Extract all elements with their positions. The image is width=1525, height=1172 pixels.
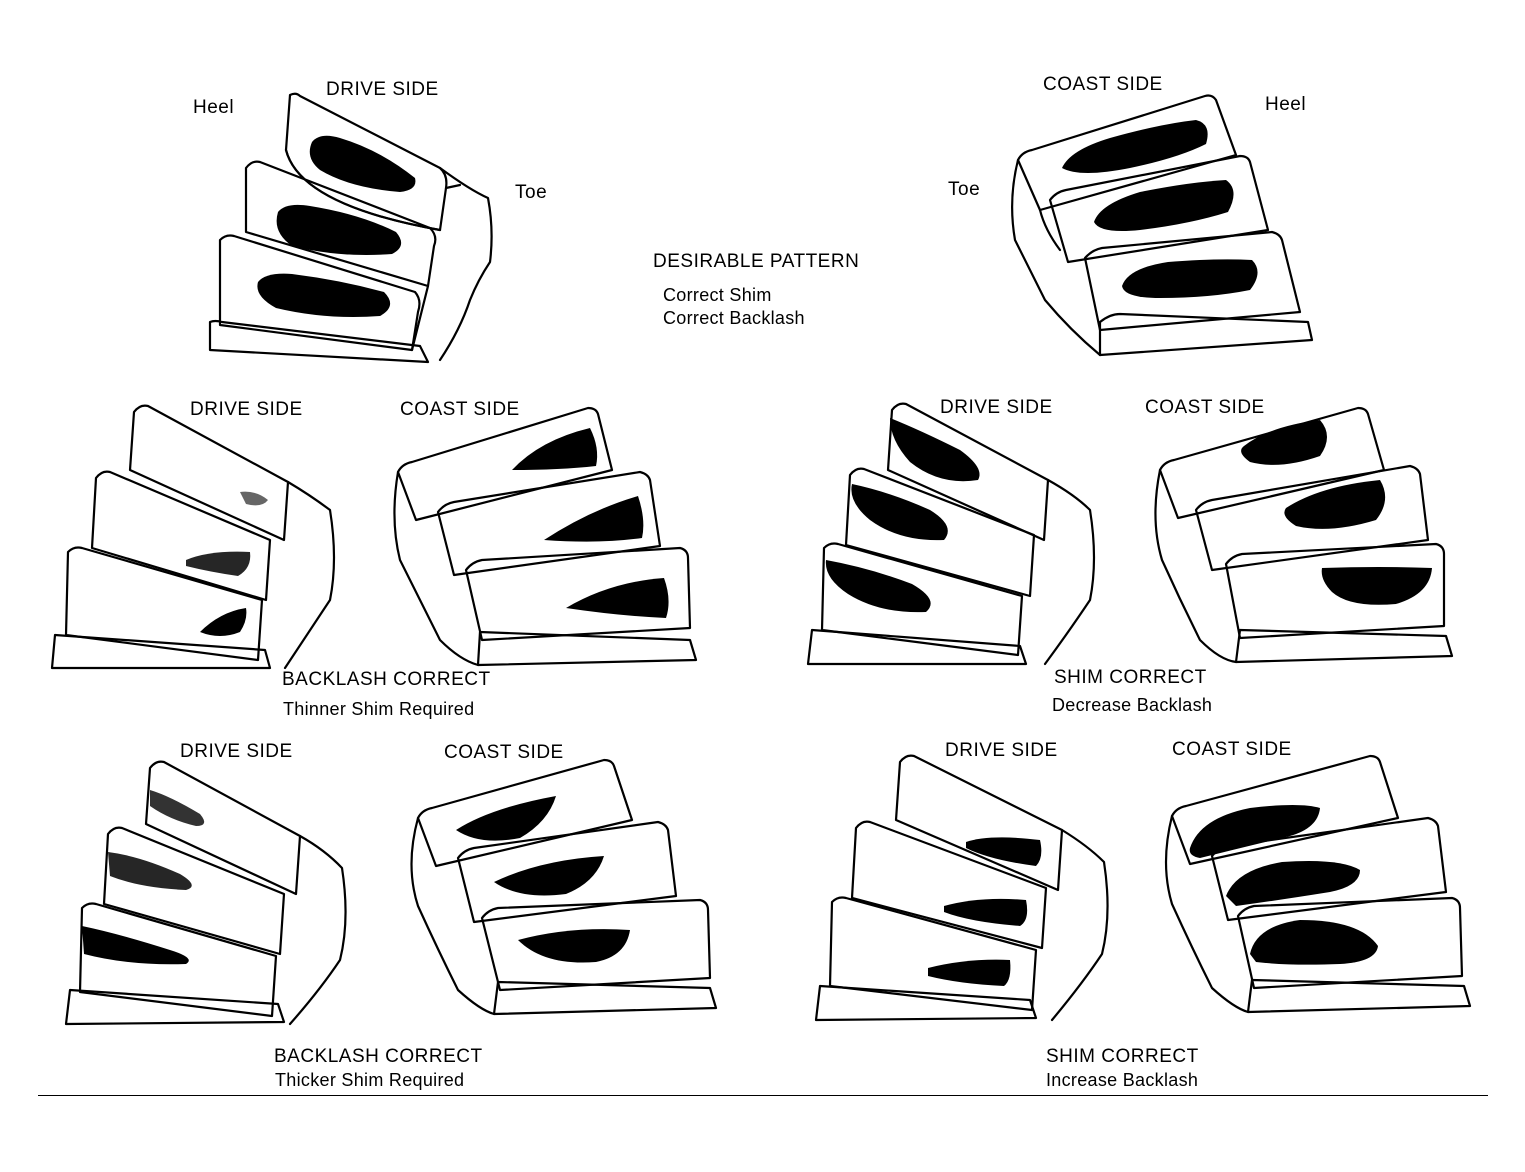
top-right-coast-label: COAST SIDE (1043, 74, 1163, 95)
bot-left-caption-title: BACKLASH CORRECT (274, 1046, 483, 1067)
contact-mid-left-coast (512, 428, 669, 618)
bottom-rule (38, 1095, 1488, 1096)
bot-right-coast-label: COAST SIDE (1172, 739, 1292, 760)
mid-right-coast-label: COAST SIDE (1145, 397, 1265, 418)
mid-left-coast-label: COAST SIDE (400, 399, 520, 420)
desirable-pattern-line1: Correct Shim (663, 285, 772, 305)
bot-left-caption-line1: Thicker Shim Required (275, 1070, 465, 1090)
gear-mid-left-coast (393, 406, 698, 667)
gear-top-right-coast (1011, 94, 1314, 357)
mid-left-caption-line1: Thinner Shim Required (283, 699, 475, 719)
mid-right-drive-label: DRIVE SIDE (940, 397, 1053, 418)
contact-top-left (257, 135, 416, 317)
top-right-toe-label: Toe (948, 179, 981, 200)
gear-mid-right-coast (1154, 406, 1454, 664)
gear-mid-right-drive (806, 402, 1096, 666)
bot-right-caption-line1: Increase Backlash (1046, 1070, 1199, 1090)
gear-bot-left-drive (64, 760, 347, 1026)
mid-left-drive-label: DRIVE SIDE (190, 399, 303, 420)
mid-right-caption-title: SHIM CORRECT (1054, 667, 1207, 688)
bot-left-drive-label: DRIVE SIDE (180, 741, 293, 762)
contact-top-right (1062, 120, 1258, 298)
bot-right-caption-title: SHIM CORRECT (1046, 1046, 1199, 1067)
contact-mid-left-drive (186, 491, 268, 636)
contact-bot-left-drive (82, 790, 205, 965)
contact-bot-right-drive (928, 837, 1042, 986)
contact-bot-right-coast (1189, 805, 1378, 965)
bot-left-coast-label: COAST SIDE (444, 742, 564, 763)
gear-top-left-drive (208, 92, 493, 364)
top-right-heel-label: Heel (1265, 94, 1307, 115)
gear-mid-left-drive (50, 404, 336, 670)
desirable-pattern-title: DESIRABLE PATTERN (653, 251, 860, 272)
top-left-toe-label: Toe (515, 182, 548, 203)
top-left-drive-label: DRIVE SIDE (326, 79, 439, 100)
bot-right-drive-label: DRIVE SIDE (945, 740, 1058, 761)
top-left-heel-label: Heel (193, 97, 235, 118)
contact-mid-right-coast (1241, 420, 1432, 605)
gear-bot-left-coast (410, 758, 718, 1016)
desirable-pattern-line2: Correct Backlash (663, 308, 805, 328)
gear-bot-right-drive (814, 754, 1109, 1022)
contact-bot-left-coast (456, 796, 630, 963)
mid-left-caption-title: BACKLASH CORRECT (282, 669, 491, 690)
contact-mid-right-drive (825, 418, 980, 613)
mid-right-caption-line1: Decrease Backlash (1052, 695, 1213, 715)
